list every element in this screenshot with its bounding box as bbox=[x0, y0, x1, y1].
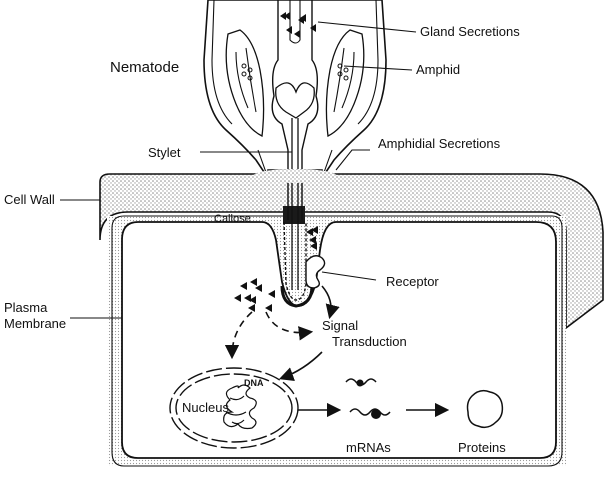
label-transduction: Transduction bbox=[332, 334, 407, 349]
amphidial-secretion-cloud bbox=[253, 169, 337, 183]
label-amphid: Amphid bbox=[416, 62, 460, 77]
label-stylet: Stylet bbox=[148, 145, 181, 160]
label-cell-wall: Cell Wall bbox=[4, 192, 55, 207]
label-plasma: Plasma bbox=[4, 300, 48, 315]
label-mrnas: mRNAs bbox=[346, 440, 391, 455]
label-signal: Signal bbox=[322, 318, 358, 333]
label-dna: DNA bbox=[244, 378, 264, 388]
label-nucleus: Nucleus bbox=[182, 400, 229, 415]
label-callose: Callose bbox=[214, 213, 251, 225]
label-amphidial-secretions: Amphidial Secretions bbox=[378, 136, 501, 151]
label-receptor: Receptor bbox=[386, 274, 439, 289]
label-nematode: Nematode bbox=[110, 59, 179, 76]
label-proteins: Proteins bbox=[458, 440, 506, 455]
label-gland-secretions: Gland Secretions bbox=[420, 24, 520, 39]
protein-shape bbox=[468, 391, 503, 428]
label-membrane: Membrane bbox=[4, 316, 66, 331]
